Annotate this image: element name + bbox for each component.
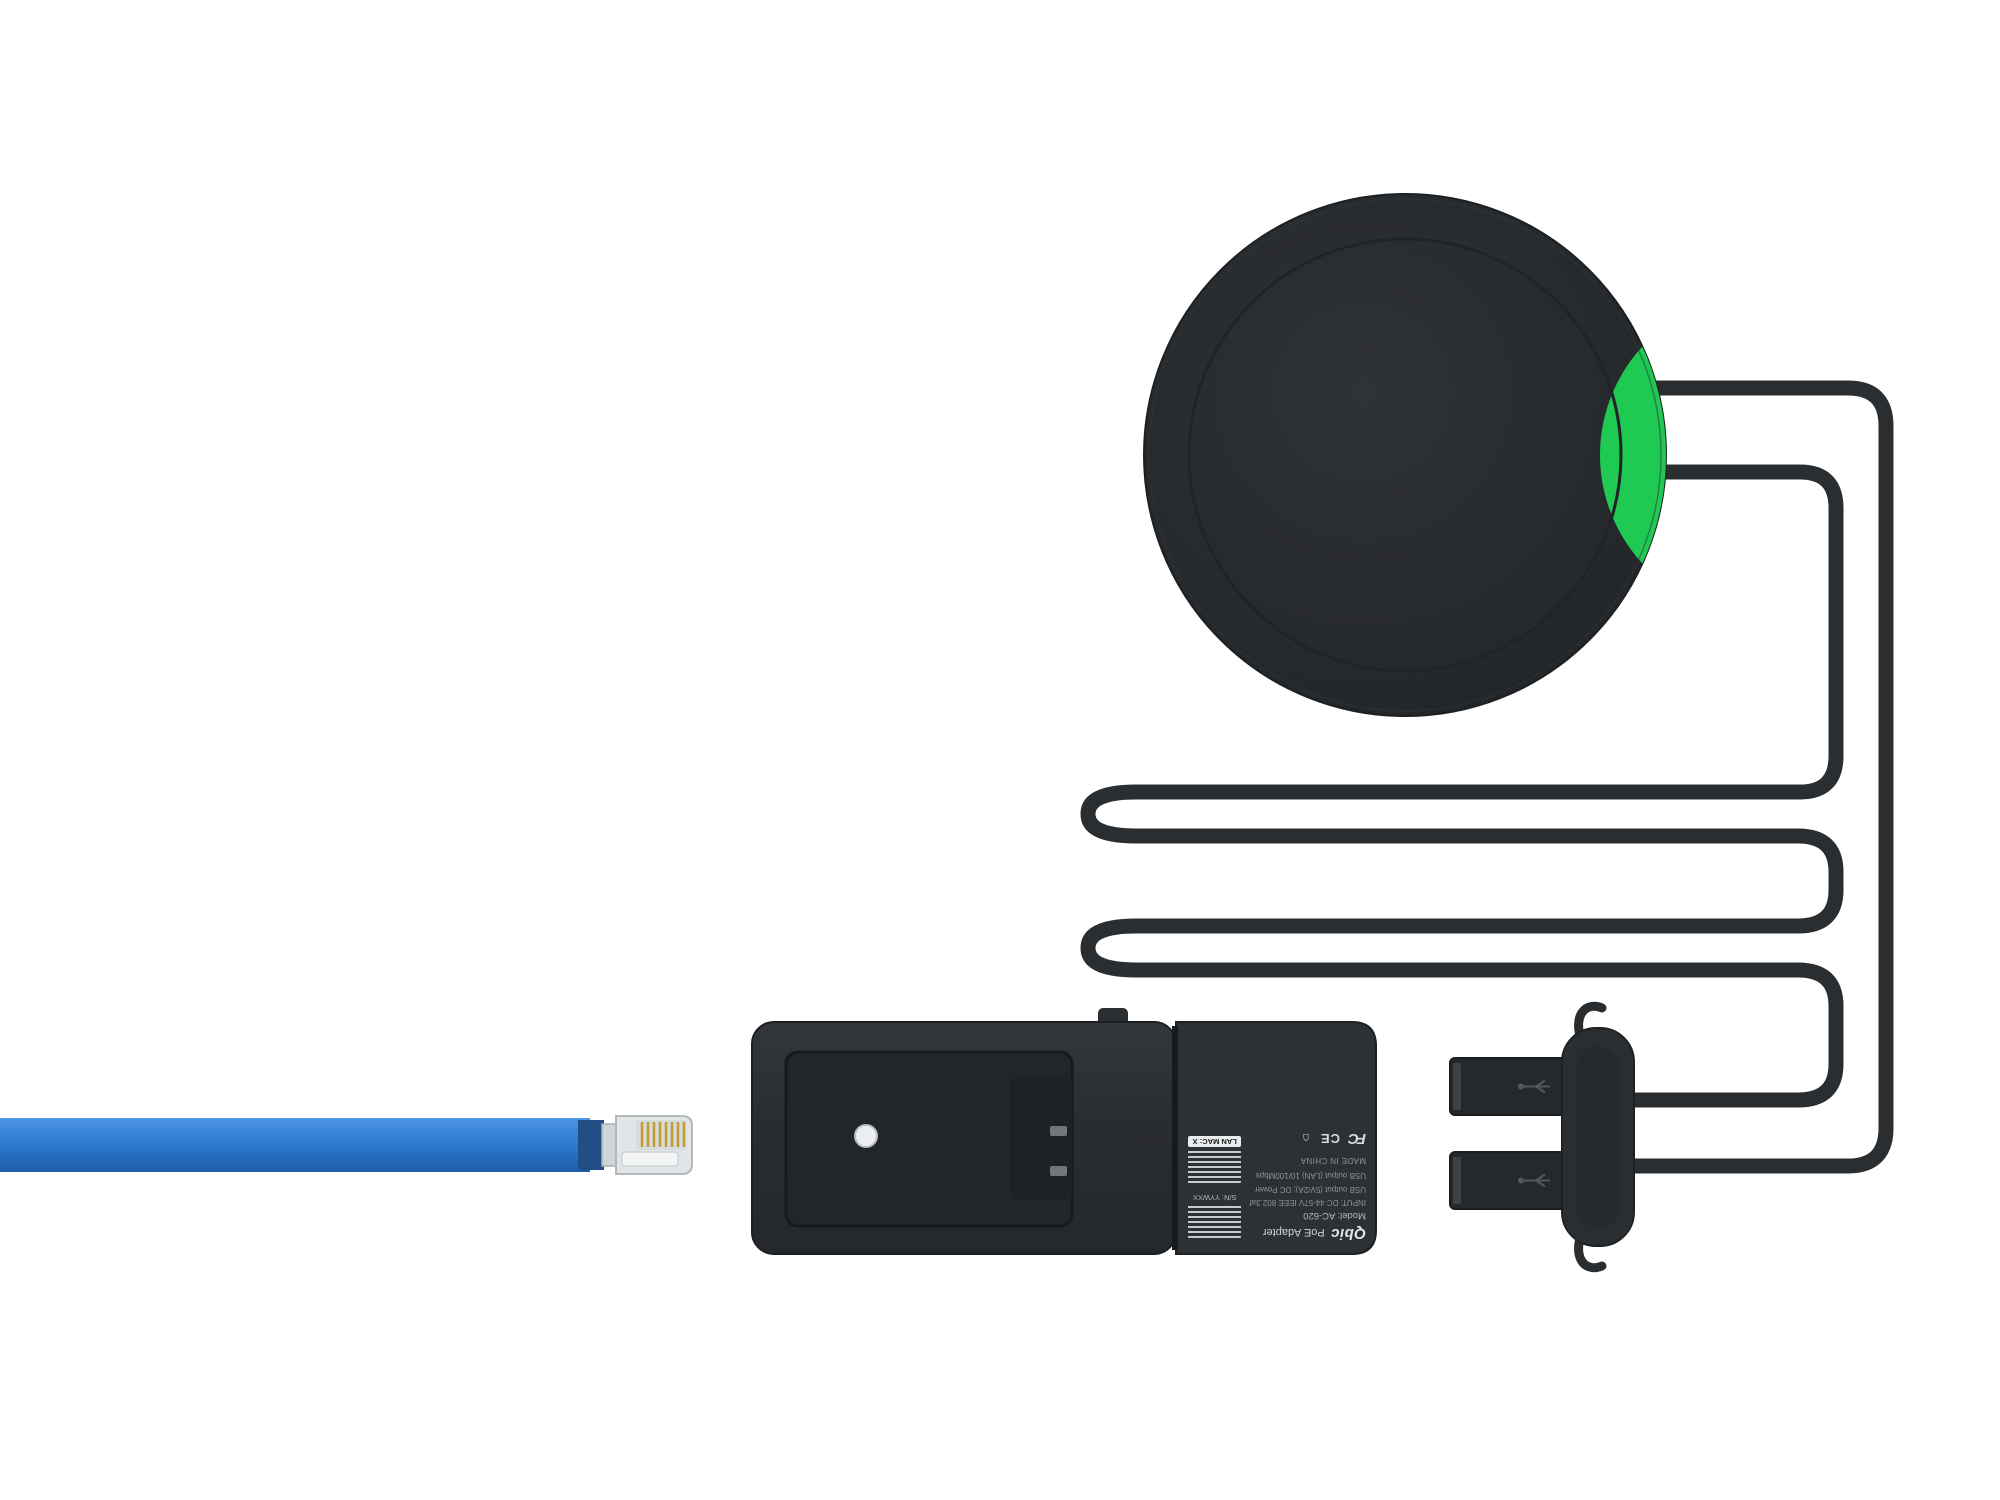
mac-barcode-icon <box>1188 1149 1242 1183</box>
usb-trident-icon <box>1518 1173 1550 1188</box>
usb-trident-icon <box>1518 1079 1550 1094</box>
label-text-column: Qbic PoE Adapter Model: AC-620 INPUT: DC… <box>1250 1036 1367 1242</box>
fcc-mark-icon: FC <box>1350 1129 1366 1147</box>
indoor-use-icon: ⌂ <box>1302 1130 1310 1146</box>
serial-number: S/N: YYWXX <box>1192 1193 1237 1202</box>
serial-barcode-icon <box>1188 1204 1242 1238</box>
usb-plug-top <box>1449 1057 1575 1116</box>
spec-line-usb-lan: USB output (LAN) 10/100Mbps <box>1255 1171 1366 1181</box>
ethernet-cable-boot <box>578 1120 604 1170</box>
adapter-contact-bottom <box>1050 1166 1067 1176</box>
ce-mark-icon: CE <box>1319 1130 1340 1146</box>
poe-adapter <box>751 1008 1377 1255</box>
usb-splitter-assembly <box>1449 1001 1635 1273</box>
retention-clip-bottom-icon <box>1574 1233 1607 1273</box>
adapter-label: Qbic PoE Adapter Model: AC-620 INPUT: DC… <box>1188 1036 1366 1242</box>
adapter-round-opening <box>854 1124 878 1148</box>
ethernet-cable <box>0 1118 590 1172</box>
rj45-latch <box>621 1151 679 1167</box>
brand-logo: Qbic <box>1330 1225 1366 1242</box>
device-edge-highlight <box>1148 198 1662 712</box>
adapter-contact-top <box>1050 1126 1067 1136</box>
rj45-pins <box>640 1122 686 1147</box>
lan-mac: LAN MAC: X <box>1188 1136 1242 1147</box>
ethernet-cable-assembly <box>0 1115 693 1175</box>
label-header: Qbic PoE Adapter <box>1250 1225 1366 1242</box>
country-of-origin: MADE IN CHINA <box>1300 1155 1366 1165</box>
device-led-lens <box>1600 295 1666 615</box>
retention-clip-top-icon <box>1574 1001 1607 1041</box>
serial-code-block: S/N: YYWXX <box>1188 1193 1242 1238</box>
product-name: PoE Adapter <box>1262 1226 1325 1238</box>
adapter-label-section <box>1175 1021 1377 1255</box>
device-inner-ring <box>1187 237 1623 673</box>
mac-code-block: LAN MAC: X <box>1188 1136 1242 1183</box>
certification-marks: FC CE ⌂ <box>1250 1129 1366 1147</box>
splitter-paddle-inner <box>1576 1046 1620 1228</box>
power-cable-outer-run <box>1630 380 1894 1174</box>
usb-plug-bottom <box>1449 1151 1575 1210</box>
round-device <box>1143 193 1667 717</box>
power-cable-serpentine-run <box>1080 464 1844 1108</box>
spec-line-usb-power: USB output (5V/2A); DC Power <box>1254 1184 1366 1194</box>
device-disc <box>1143 193 1667 717</box>
adapter-bay-step <box>1010 1078 1072 1200</box>
spec-line-input: INPUT: DC 44-57V IEEE 802.3af <box>1249 1198 1367 1207</box>
model-number: Model: AC-620 <box>1303 1210 1366 1221</box>
label-barcode-column: S/N: YYWXX LAN MAC: X <box>1188 1036 1242 1242</box>
adapter-seam <box>1172 1026 1178 1250</box>
